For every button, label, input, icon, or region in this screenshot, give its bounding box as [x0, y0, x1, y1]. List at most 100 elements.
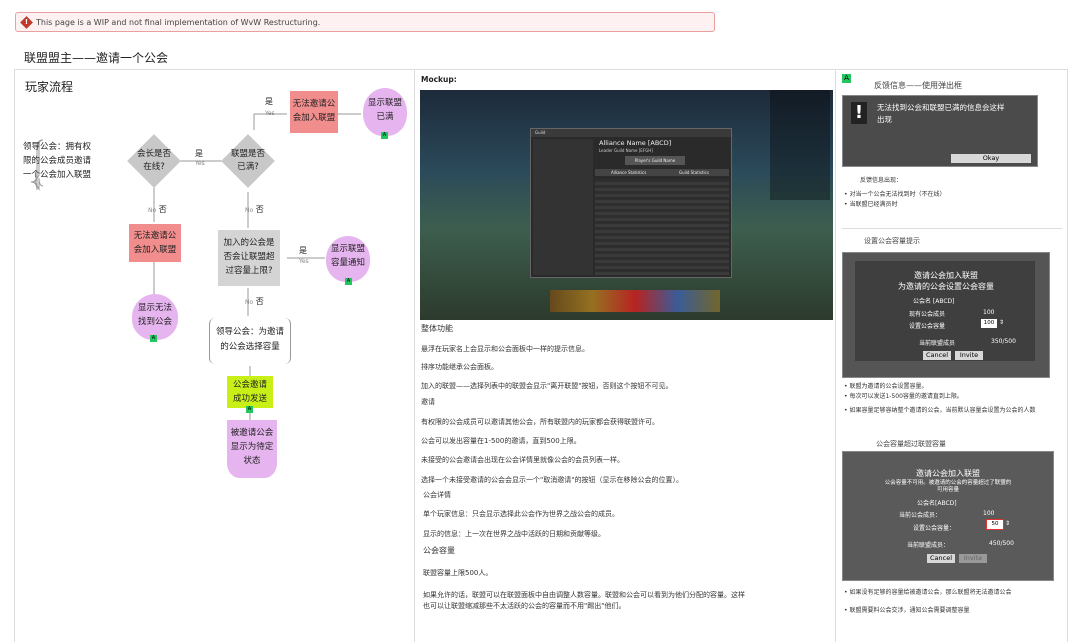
para: 未接受的公会邀请会出现在公会详情里就像公会的会员列表一样。 [421, 456, 624, 464]
decision-alliance-full-label: 联盟是否 已满? [217, 148, 279, 174]
invite-button[interactable]: Invite [955, 351, 983, 360]
invite-dialog-title: 邀请公会加入联盟 为邀请的公会设置公会容量 [843, 270, 1049, 292]
badge-a: A [246, 406, 253, 413]
node-line: 加入的公会是 [223, 238, 275, 248]
cap-notice-title: 设置公会容量提示 [864, 237, 920, 245]
badge-a: A [345, 278, 352, 285]
para: 也可以让联盟缩减那些不太活跃的公会的容量而不用"踢出"他们。 [423, 602, 626, 610]
section-overall-title: 整体功能 [421, 324, 453, 333]
page-title: 联盟盟主——邀请一个公会 [24, 51, 169, 65]
para: 显示的信息：上一次在世界之战中活跃的日期和贡献等级。 [423, 530, 605, 538]
tab-alliance-statistics[interactable]: Alliance Statistics [611, 170, 647, 175]
wip-warning-banner: ! This page is a WIP and not final imple… [15, 12, 715, 32]
show-guild-not-found-node: 显示无法 找到公会 [132, 294, 178, 340]
node-line: 已满 [376, 112, 394, 122]
set-cap-input[interactable]: 100 [981, 319, 997, 328]
overflow-now-members-value: 100 [983, 510, 995, 517]
node-line: 被邀请公会 [230, 428, 274, 438]
dialog-line: 为邀请的公会设置公会容量 [898, 282, 994, 291]
para: 排序功能继承公会面板。 [421, 363, 498, 371]
game-screenshot: Guild Alliance Name [ABCD] Leader Guild … [420, 90, 833, 320]
start-node: 领导公会：拥有权 限的公会成员邀请 一个公会加入联盟 [23, 140, 123, 182]
start-line: 一个公会加入联盟 [23, 170, 92, 180]
edge-no-label: No 否 [148, 205, 167, 214]
overflow-current-label: 当前联盟成员： [907, 542, 950, 549]
mockup-panel: Mockup: Guild Alliance Name [ABCD] Leade… [414, 69, 836, 642]
warning-text: This page is a WIP and not final impleme… [36, 18, 321, 27]
bullet-item: • 每次可以发送1-500容量的邀请直到上限。 [844, 393, 963, 400]
current-members-value: 350/500 [991, 338, 1016, 345]
bullet-item: • 联盟需要料公会交涉，通知公会需要调整容量 [844, 607, 970, 614]
guild-tab[interactable]: Guild [531, 129, 731, 137]
dialog-line: 可用容量 [936, 487, 959, 493]
okay-button[interactable]: Okay [951, 154, 1031, 163]
node-line: 显示联盟 [367, 98, 402, 108]
invite-button-disabled[interactable]: Invite [959, 554, 987, 563]
skill-bar [550, 290, 720, 312]
chat-overlay [770, 90, 830, 200]
overflow-title: 公会容量超过联盟容量 [876, 440, 946, 448]
para: 悬浮在玩家名上会显示和公会面板中一样的提示信息。 [421, 345, 589, 353]
error-dialog-text: 无法找到公会和联盟已满的信息会这样 出现 [877, 102, 1005, 126]
start-line: 限的公会成员邀请 [23, 156, 92, 166]
node-line: 否会让联盟超 [223, 252, 275, 262]
bullet-item: • 如果容量足够容纳整个邀请的公会，当前默认容量会设置为公会的人数 [844, 407, 1036, 414]
bullet-list: • 如果没有足够的容量给被邀请公会，那么联盟将无法邀请公会 • 联盟需要料公会交… [844, 588, 1011, 616]
bullet-list: • 对当一个公会无法找到时（不在线） • 当联盟已经满员时 [844, 190, 945, 210]
show-alliance-full-node: 显示联盟 已满 [363, 88, 407, 136]
stepper-icon[interactable]: ⇕ [999, 319, 1005, 326]
bullet-item: • 对当一个公会无法找到时（不在线） [844, 191, 946, 198]
edge-yes-label: 是 [265, 97, 273, 106]
bullet-list: • 联盟为邀请的公会设置容量。 • 每次可以发送1-500容量的邀请直到上限。 … [844, 382, 1035, 416]
cancel-button[interactable]: Cancel [927, 554, 955, 563]
section-capacity-title: 公会容量 [423, 546, 455, 555]
error-dialog: ! 无法找到公会和联盟已满的信息会这样 出现 Okay [842, 95, 1038, 167]
show-capacity-notice-node: 显示联盟 容量通知 [326, 236, 370, 282]
para: 如果允许的话，联盟可以在联盟面板中自由调整人数容量。联盟和公会可以看到为他们分配… [423, 591, 745, 599]
edge-yes-small: Yes [299, 258, 309, 265]
badge-a: A [842, 74, 851, 83]
cancel-button[interactable]: Cancel [923, 351, 951, 360]
alliance-list [533, 139, 593, 275]
node-line: 公会邀请 [232, 380, 267, 390]
edge-yes-small: Yes [195, 160, 205, 167]
tab-guild-statistics[interactable]: Guild Statistics [679, 170, 709, 175]
node-line: 会加入联盟 [133, 245, 177, 255]
decision-line: 已满? [237, 162, 259, 172]
node-line: 无法邀请公 [292, 99, 336, 109]
member-rows [595, 179, 729, 275]
invite-sent-node: 公会邀请 成功发送 [227, 376, 273, 408]
dialog-line: 邀请公会加入联盟 [914, 271, 978, 280]
now-members-value: 100 [983, 309, 995, 316]
start-line: 领导公会：拥有权 [23, 142, 92, 152]
dialog-line: 无法找到公会和联盟已满的信息会这样 [877, 103, 1005, 112]
decision-line: 会长是否 [136, 149, 171, 159]
overflow-dialog: 邀请公会加入联盟 公会容量不可用。被邀请的公会的容量超过了联盟的 可用容量 公会… [842, 451, 1054, 581]
node-line: 领导公会：为邀请 [215, 327, 284, 337]
para: 加入的联盟——选择列表中的联盟会显示"离开联盟"按钮，否则这个按钮不可见。 [421, 382, 673, 390]
dialog-line: 公会容量不可用。被邀请的公会的容量超过了联盟的 [884, 480, 1012, 486]
overflow-guild-name: 公会名[ABCD] [917, 500, 957, 507]
invite-dialog: 邀请公会加入联盟 为邀请的公会设置公会容量 公会名 [ABCD] 现有公会成员 … [842, 252, 1050, 378]
invite-guild-name: 公会名 [ABCD] [913, 298, 955, 305]
overflow-now-members-label: 当前公会成员： [899, 512, 942, 519]
overflow-current-value: 450/500 [989, 540, 1014, 547]
decision-line: 在线? [143, 162, 165, 172]
stat-tabs: Alliance Statistics Guild Statistics [595, 169, 729, 176]
player-guild-name: Player's Guild Name [625, 156, 685, 165]
para: 公会可以发出容量在1-500的邀请，直到500上限。 [421, 437, 581, 445]
leader-guild: Leader Guild Name [EFGH] [599, 148, 653, 153]
edge-no-label: No 否 [245, 297, 264, 306]
section-detail-title: 公会详情 [423, 491, 451, 499]
node-line: 显示联盟 [330, 244, 365, 254]
overflow-set-cap-input[interactable]: 50 [986, 519, 1004, 530]
invite-pending-node: 被邀请公会 显示为待定 状态 [227, 420, 277, 478]
edge-yes-label: 是 [195, 149, 203, 158]
node-line: 过容量上限? [225, 266, 273, 276]
stepper-icon[interactable]: ⇕ [1005, 520, 1011, 527]
flowchart-panel: 玩家流程 领导公会：拥有权 限的公会成员邀请 一个公会加入联盟 会长是否 在线?… [14, 69, 414, 642]
set-cap-label: 设置公会容量 [909, 323, 946, 330]
bullet-item: • 如果没有足够的容量给被邀请公会，那么联盟将无法邀请公会 [844, 589, 1012, 596]
warning-icon: ! [20, 16, 33, 29]
cannot-invite-node-left: 无法邀请公 会加入联盟 [129, 224, 181, 262]
